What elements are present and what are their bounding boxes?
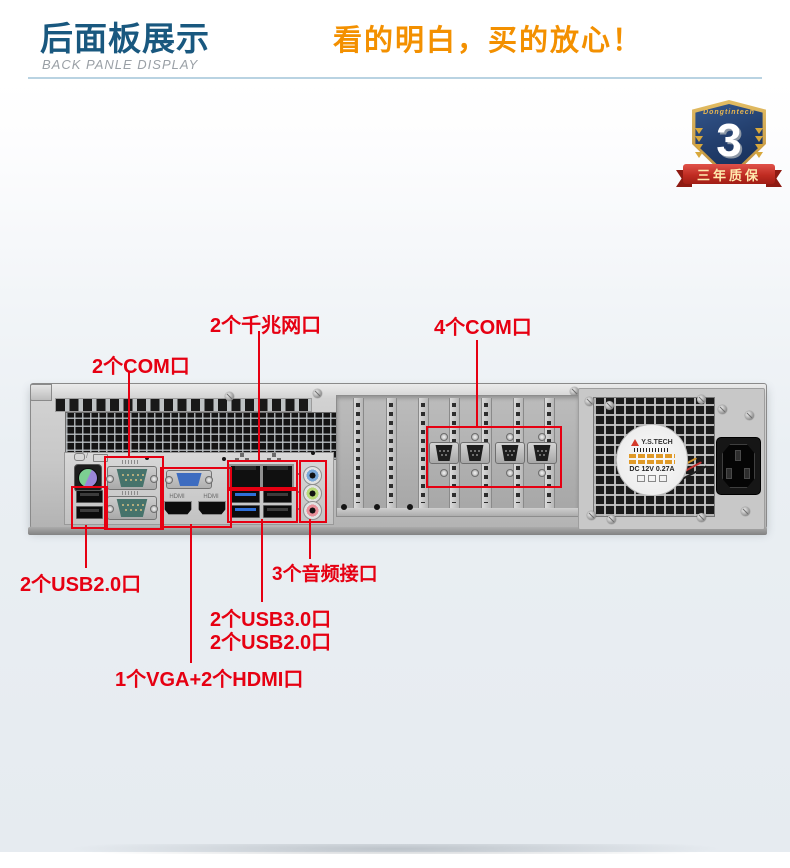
chassis-base-rail (28, 527, 767, 535)
highlight-box-com2 (104, 456, 164, 530)
slot-com-port-3 (494, 433, 525, 483)
leader-line-audio (309, 519, 311, 559)
screw-hole (374, 504, 380, 510)
page-subtitle: BACK PANLE DISPLAY (42, 57, 199, 72)
badge-number: 3 (716, 114, 742, 166)
annotation-usb3: 2个USB3.0口 (210, 609, 332, 631)
power-supply: Y.S.TECH DC 12V 0.27A (578, 388, 765, 530)
lan-icon (240, 453, 244, 457)
com-port-1 (106, 466, 158, 490)
fan-spec: DC 12V 0.27A (629, 465, 675, 473)
audio-jack-mic (303, 501, 322, 520)
keyboard-icon (93, 454, 108, 462)
highlight-box-audio (299, 460, 327, 523)
screw (697, 395, 706, 404)
vga-port (165, 470, 213, 489)
expansion-slot-area (336, 395, 580, 517)
badge-ribbon-text: 三年质保 (683, 164, 775, 184)
fan-stripe (629, 453, 675, 458)
leader-line-com4 (476, 340, 478, 426)
screw (570, 387, 579, 396)
ac-power-inlet (716, 437, 761, 495)
highlight-box-lan (227, 460, 298, 491)
bottom-white-strip (0, 854, 790, 868)
mic-icon (296, 508, 300, 510)
fan-barcode (634, 447, 670, 452)
annotation-lan: 2个千兆网口 (210, 315, 322, 337)
usb2-port (263, 505, 292, 518)
annotation-vga-hdmi: 1个VGA+2个HDMI口 (115, 669, 304, 691)
leader-line-lan (258, 331, 260, 461)
annotation-usb2-left: 2个USB2.0口 (20, 574, 142, 596)
fan-stripe (629, 459, 675, 464)
screw (585, 397, 594, 406)
fan-cert-marks (637, 474, 667, 482)
hdmi-port-2 (198, 501, 226, 515)
laurel-left-icon (694, 126, 704, 160)
top-vent-strip (55, 398, 312, 412)
screw (718, 405, 727, 414)
screw (587, 511, 596, 520)
slot-bracket (386, 398, 397, 508)
annotation-usb2-mid: 2个USB2.0口 (210, 632, 332, 654)
screw (607, 515, 616, 524)
highlight-box-usb3-usb2 (227, 487, 298, 523)
line-in-icon (296, 473, 300, 475)
badge-ribbon: 三年质保 (676, 164, 782, 187)
com-port-2 (106, 496, 158, 520)
usb2-port (76, 490, 103, 503)
com-port-label (122, 460, 140, 464)
leader-line-usb2-left (85, 525, 87, 568)
screw (605, 401, 614, 410)
usb2-port (76, 506, 103, 519)
screw (697, 513, 706, 522)
leader-line-usb3 (261, 519, 263, 602)
laurel-right-icon (754, 126, 764, 160)
fan-label: Y.S.TECH DC 12V 0.27A (616, 424, 688, 496)
line-out-icon (296, 491, 300, 493)
screw (313, 389, 322, 398)
slot-com-port-2 (459, 433, 490, 483)
screw-hole (407, 504, 413, 510)
leader-line-com2 (128, 372, 130, 457)
hdmi-port-label: HDMI (169, 494, 185, 500)
slogan: 看的明白，买的放心！ (333, 25, 644, 57)
highlight-box-com4 (426, 426, 562, 488)
screw-hole (145, 456, 149, 460)
fan-brand: Y.S.TECH (641, 438, 673, 446)
rack-ear (30, 384, 52, 401)
io-vent-mesh (65, 412, 347, 460)
page-title: 后面板展示 (40, 20, 210, 57)
slot-com-port-1 (428, 433, 459, 483)
hdmi-port-1 (164, 501, 192, 515)
fan-logo-icon (631, 438, 640, 446)
slot-bottom-rail (337, 508, 579, 516)
highlight-box-usb2-left (71, 486, 108, 529)
screw-hole (222, 457, 226, 461)
lan-icon (272, 453, 276, 457)
screw (745, 411, 754, 420)
header-divider (28, 77, 762, 79)
ethernet-port-2 (261, 464, 294, 488)
screw (225, 392, 234, 401)
screw-hole (341, 504, 347, 510)
badge-brand-text: Dongtintech (703, 109, 755, 116)
com-port-label (122, 491, 140, 495)
mouse-icon (74, 453, 85, 461)
slot-bracket (353, 398, 364, 508)
highlight-box-vga-hdmi (160, 467, 232, 528)
warranty-badge: Dongtintech 3 三年质保 (676, 100, 782, 200)
slot-com-port-4 (526, 433, 557, 483)
slash-separator: / (86, 451, 89, 460)
leader-line-vga-hdmi (190, 524, 192, 663)
annotation-com4: 4个COM口 (434, 317, 532, 339)
screw (741, 507, 750, 516)
annotation-com2: 2个COM口 (92, 356, 190, 378)
screw-hole (311, 451, 315, 455)
slot-bracket (418, 398, 429, 508)
hdmi-port-label: HDMI (203, 494, 219, 500)
annotation-audio: 3个音频接口 (272, 564, 378, 585)
